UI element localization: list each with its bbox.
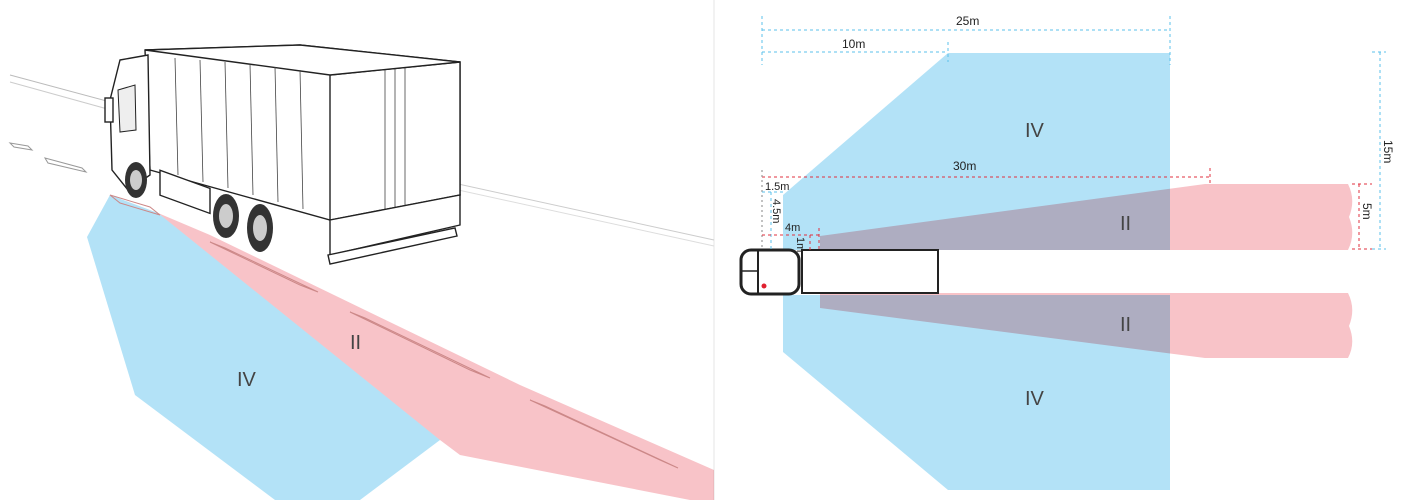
dim-25m: 25m	[956, 14, 979, 28]
dim-10m: 10m	[842, 37, 865, 51]
class-iv-bottom-label: IV	[1025, 388, 1045, 410]
dimension-lines	[761, 16, 1386, 250]
dim-30m: 30m	[953, 159, 976, 173]
road-lines	[8, 74, 715, 247]
class-iv-zone-bottom	[783, 295, 1170, 490]
truck-top	[739, 248, 939, 296]
top-view: 25m 10m 30m 1.5m 4.5m 4m 1m 15m 5m IV II…	[739, 14, 1395, 490]
class-ii-zone-bottom	[820, 293, 1353, 358]
perspective-view: II IV	[8, 44, 715, 500]
lane-markings	[109, 194, 679, 469]
class-ii-top-label: II	[1120, 213, 1131, 235]
dim-15m: 15m	[1381, 140, 1395, 163]
dim-5m: 5m	[1360, 203, 1374, 220]
class-ii-bottom-label: II	[1120, 314, 1131, 336]
class-iv-zone-top	[783, 53, 1170, 250]
cab	[739, 248, 801, 296]
class-iv-top-label: IV	[1025, 120, 1045, 142]
dim-1-5m: 1.5m	[765, 181, 789, 193]
class-ii-label: II	[350, 332, 361, 354]
class-ii-zone-top	[820, 184, 1353, 250]
dim-4-5m: 4.5m	[770, 199, 782, 223]
trailer	[801, 249, 939, 294]
class-ii-zone	[158, 213, 714, 500]
class-iv-zone	[87, 195, 440, 500]
dim-4m: 4m	[785, 222, 800, 234]
class-iv-label: IV	[237, 369, 257, 391]
dim-1m: 1m	[794, 237, 806, 252]
truck-illustration	[104, 44, 461, 265]
driver-position-dot	[761, 283, 767, 289]
